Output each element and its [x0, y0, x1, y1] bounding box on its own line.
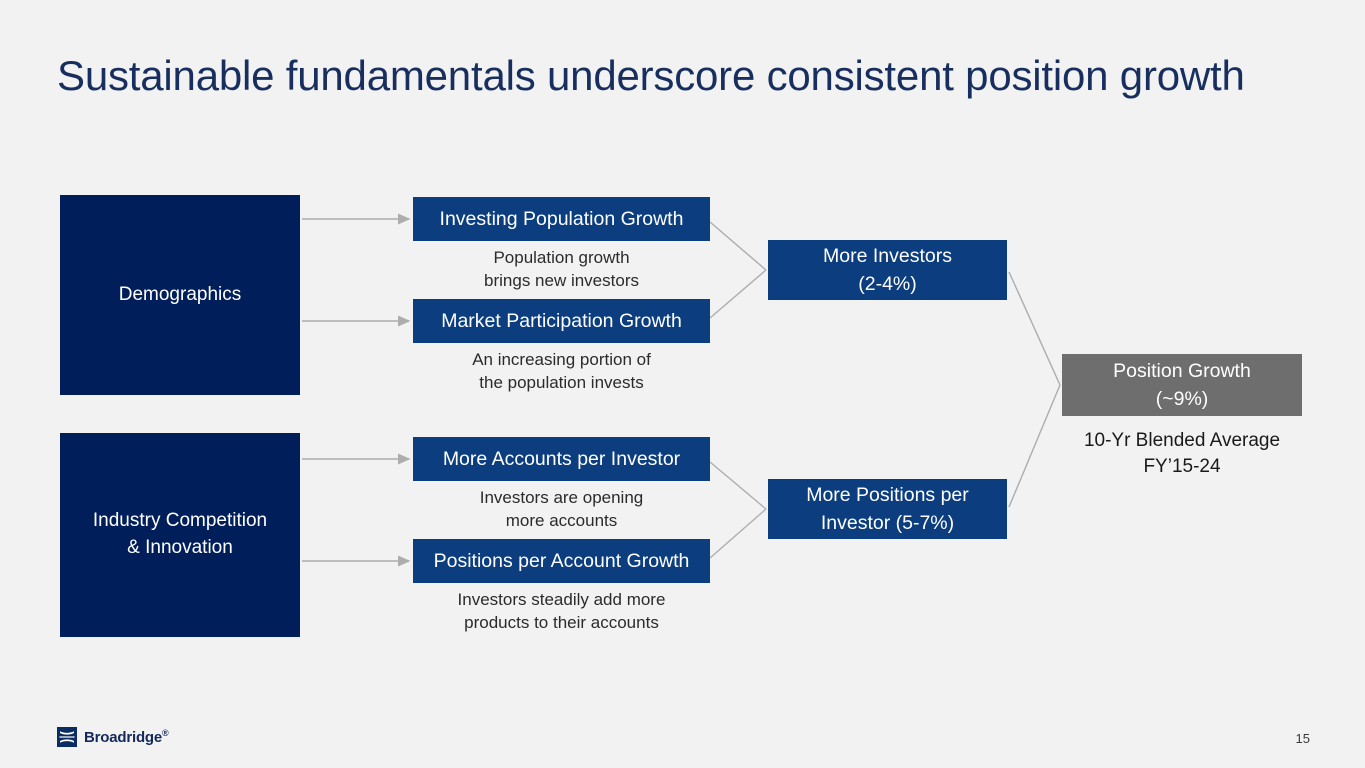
- primary-box-industry-line2: & Innovation: [127, 537, 233, 558]
- driver-caption-investing-population-growth: Population growth brings new investors: [413, 247, 710, 293]
- driver-caption-3-line2: more accounts: [505, 510, 618, 530]
- driver-box-more-accounts-per-investor-label: More Accounts per Investor: [442, 447, 681, 470]
- outcome-1-line2: (2-4%): [858, 273, 917, 295]
- primary-box-industry-competition[interactable]: Industry Competition & Innovation: [60, 433, 300, 637]
- outcome-box-more-investors[interactable]: More Investors (2-4%): [768, 240, 1007, 300]
- line-investing-population-to-more-investors: [709, 221, 767, 271]
- result-caption-blended-average: 10-Yr Blended Average FY’15-24: [1056, 428, 1308, 479]
- outcome-1-line1: More Investors: [823, 244, 952, 267]
- outcome-box-more-positions-per-investor[interactable]: More Positions per Investor (5-7%): [768, 479, 1007, 539]
- driver-box-more-accounts-per-investor[interactable]: More Accounts per Investor: [413, 437, 710, 481]
- driver-box-market-participation-growth-label: Market Participation Growth: [441, 309, 682, 332]
- driver-caption-1-line1: Population growth: [493, 248, 630, 267]
- line-market-participation-to-more-investors: [709, 269, 767, 319]
- result-line2: (~9%): [1155, 388, 1209, 410]
- primary-box-demographics-label: Demographics: [118, 283, 242, 305]
- driver-caption-1-line2: brings new investors: [484, 270, 639, 290]
- result-caption-line2: FY’15-24: [1143, 455, 1221, 477]
- driver-caption-positions-per-account-growth: Investors steadily add more products to …: [413, 589, 710, 635]
- page-title: Sustainable fundamentals underscore cons…: [57, 52, 1245, 99]
- driver-box-positions-per-account-growth[interactable]: Positions per Account Growth: [413, 539, 710, 583]
- line-more-accounts-to-more-positions: [709, 461, 767, 510]
- brand-name: Broadridge®: [84, 728, 169, 746]
- driver-box-investing-population-growth[interactable]: Investing Population Growth: [413, 197, 710, 241]
- driver-caption-4-line1: Investors steadily add more: [457, 590, 666, 609]
- driver-caption-2-line2: the population invests: [479, 372, 644, 392]
- line-more-investors-to-position-growth: [1008, 271, 1061, 386]
- line-positions-per-account-to-more-positions: [709, 508, 767, 559]
- outcome-box-more-positions-per-investor-label: More Positions per Investor (5-7%): [806, 481, 969, 538]
- primary-box-demographics[interactable]: Demographics: [60, 195, 300, 395]
- driver-box-investing-population-growth-label: Investing Population Growth: [439, 207, 684, 230]
- driver-caption-2-line1: An increasing portion of: [472, 350, 651, 369]
- brand-trademark: ®: [162, 728, 169, 738]
- driver-caption-4-line2: products to their accounts: [464, 612, 659, 632]
- outcome-box-more-investors-label: More Investors (2-4%): [823, 242, 952, 299]
- result-caption-line1: 10-Yr Blended Average: [1083, 430, 1281, 451]
- primary-box-industry-line1: Industry Competition: [92, 510, 268, 532]
- outcome-2-line2: Investor (5-7%): [820, 512, 955, 534]
- line-more-positions-to-position-growth: [1008, 384, 1061, 508]
- page-number: 15: [1295, 731, 1310, 746]
- driver-caption-market-participation-growth: An increasing portion of the population …: [413, 349, 710, 395]
- driver-box-market-participation-growth[interactable]: Market Participation Growth: [413, 299, 710, 343]
- driver-caption-more-accounts-per-investor: Investors are opening more accounts: [413, 487, 710, 533]
- result-box-position-growth-label: Position Growth (~9%): [1113, 357, 1251, 414]
- result-box-position-growth[interactable]: Position Growth (~9%): [1062, 354, 1302, 416]
- broadridge-logo-icon: [57, 727, 77, 747]
- brand-logo: Broadridge®: [57, 727, 169, 747]
- driver-caption-3-line1: Investors are opening: [479, 488, 644, 507]
- primary-box-industry-competition-label: Industry Competition & Innovation: [93, 508, 267, 561]
- outcome-2-line1: More Positions per: [806, 483, 969, 506]
- result-line1: Position Growth: [1113, 359, 1251, 382]
- driver-box-positions-per-account-growth-label: Positions per Account Growth: [433, 549, 690, 572]
